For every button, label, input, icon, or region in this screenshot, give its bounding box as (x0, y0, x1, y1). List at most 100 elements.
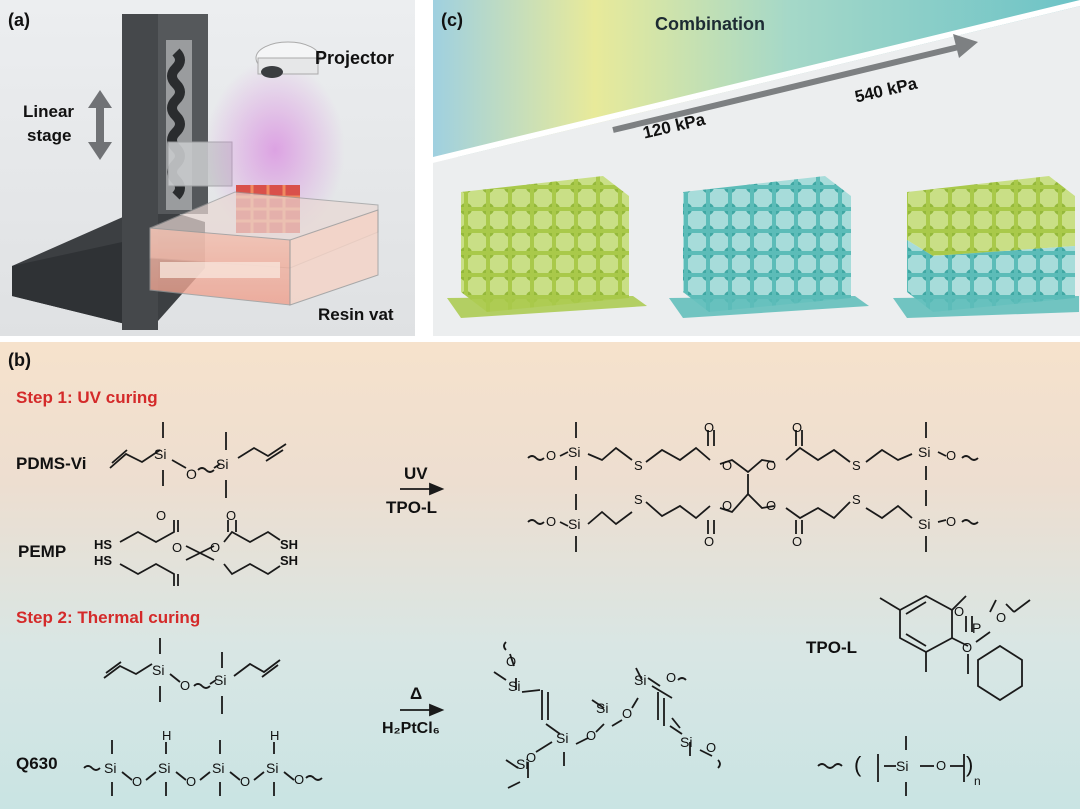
atom-si: Si (158, 760, 171, 776)
pemp-label: PEMP (18, 542, 67, 561)
atom-o: O (996, 610, 1007, 625)
uv-condition: UV (404, 464, 428, 483)
up-down-arrow-icon (88, 90, 112, 160)
atom-si: Si (568, 444, 581, 460)
atom-si: Si (266, 760, 279, 776)
atom-hs: HS (94, 553, 113, 568)
atom-si: Si (516, 756, 529, 772)
atom-si: Si (634, 672, 647, 688)
atom-si: Si (918, 444, 931, 460)
atom-o: O (506, 654, 517, 669)
atom-o: O (704, 534, 715, 549)
atom-o: O (210, 540, 221, 555)
panel-a-label: (a) (8, 10, 30, 30)
atom-o: O (586, 728, 597, 743)
atom-o: O (722, 498, 733, 513)
resin-vat-label: Resin vat (318, 305, 394, 324)
atom-o: O (722, 458, 733, 473)
atom-o: O (936, 758, 947, 773)
panel-c-label: (c) (441, 10, 463, 30)
atom-o: O (546, 514, 557, 529)
atom-si: Si (556, 730, 569, 746)
vinyl-siloxane-structure (103, 638, 281, 714)
atom-si: Si (214, 672, 227, 688)
atom-hs: HS (94, 537, 113, 552)
linear-stage-label-line1: Linear (23, 102, 75, 121)
combination-title: Combination (655, 14, 765, 34)
tpo-l-label: TPO-L (806, 638, 857, 657)
uv-reaction-arrow (400, 482, 445, 496)
atom-si: Si (680, 734, 693, 750)
uv-product-structure (527, 422, 979, 552)
atom-sh: SH (280, 537, 299, 552)
atom-o: O (186, 466, 197, 482)
atom-o: O (622, 706, 633, 721)
thermal-catalyst: H₂PtCl₆ (382, 720, 440, 737)
atom-o: O (792, 534, 803, 549)
atom-h: H (270, 728, 280, 743)
printer-illustration (12, 14, 379, 330)
atom-o: O (240, 774, 251, 789)
atom-si: Si (918, 516, 931, 532)
atom-h: H (162, 728, 172, 743)
bracket-open: ( (854, 752, 862, 777)
step1-heading: Step 1: UV curing (16, 388, 158, 407)
atom-s: S (852, 492, 861, 507)
lattice-teal (669, 176, 869, 318)
bracket-close: ) (966, 752, 974, 777)
atom-sh: SH (280, 553, 299, 568)
diagonal-divider (433, 0, 1080, 163)
atom-si: Si (212, 760, 225, 776)
atom-o: O (294, 772, 305, 787)
atom-o: O (180, 678, 191, 693)
projector-label: Projector (315, 48, 395, 68)
q630-label: Q630 (16, 754, 58, 773)
atom-o: O (666, 670, 677, 685)
projector-icon (255, 41, 321, 78)
combination-illustration (433, 0, 1080, 336)
atom-o: O (706, 740, 717, 755)
thermal-product-structure (493, 641, 721, 789)
pdms-repeat-unit (817, 736, 965, 796)
panel-c-combination: (c) Combination 120 kPa 540 kPa (433, 0, 1080, 336)
atom-o: O (132, 774, 143, 789)
repeat-subscript: n (974, 774, 981, 788)
pemp-structure (119, 520, 281, 586)
atom-si: Si (154, 446, 167, 462)
pdms-vi-structure (109, 422, 287, 498)
panel-b-chemistry: (b) Step 1: UV curing Step 2: Thermal cu… (0, 342, 1080, 809)
atom-o: O (766, 498, 777, 513)
atom-s: S (852, 458, 861, 473)
atom-o: O (946, 448, 957, 463)
thermal-reaction-arrow (400, 703, 445, 717)
atom-o: O (704, 420, 715, 435)
atom-o: O (172, 540, 183, 555)
step2-heading: Step 2: Thermal curing (16, 608, 201, 627)
atom-si: Si (104, 760, 117, 776)
atom-si: Si (568, 516, 581, 532)
uv-catalyst: TPO-L (386, 498, 437, 517)
panel-b-label: (b) (8, 350, 31, 370)
pdms-vi-label: PDMS-Vi (16, 454, 87, 473)
panel-a-printer: (a) Projector Linear stage Resin vat (0, 0, 415, 336)
atom-s: S (634, 492, 643, 507)
atom-si: Si (896, 758, 909, 774)
atom-o: O (946, 514, 957, 529)
atom-o: O (766, 458, 777, 473)
atom-s: S (634, 458, 643, 473)
atom-o: O (792, 420, 803, 435)
atom-o: O (954, 604, 965, 619)
atom-si: Si (596, 700, 609, 716)
atom-o: O (546, 448, 557, 463)
atom-si: Si (508, 678, 521, 694)
stiffness-arrow-icon (612, 34, 978, 133)
heat-condition: Δ (410, 684, 423, 703)
atom-o: O (526, 750, 537, 765)
atom-si: Si (152, 662, 165, 678)
linear-stage-label-line2: stage (27, 126, 72, 145)
atom-o: O (962, 640, 973, 655)
lattice-combined (893, 176, 1079, 318)
atom-si: Si (216, 456, 229, 472)
q630-structure (83, 740, 323, 796)
atom-o: O (226, 508, 237, 523)
